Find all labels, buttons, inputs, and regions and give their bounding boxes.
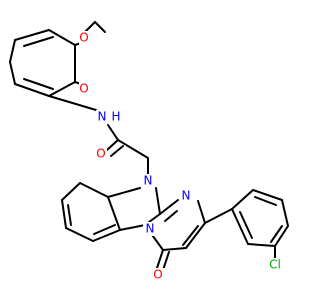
bond <box>14 83 50 97</box>
bond <box>119 224 146 231</box>
bond <box>182 225 199 246</box>
bond <box>252 189 283 201</box>
bond <box>107 187 141 198</box>
bond <box>107 196 121 231</box>
bond <box>48 95 97 111</box>
atom-labels: O O N H O N N N O <box>79 31 284 282</box>
atom-label-nitrogen: N <box>182 189 191 203</box>
atom-n-pyrimidine: N <box>179 189 193 203</box>
bond <box>23 36 54 47</box>
bond <box>65 227 94 242</box>
bond <box>197 200 206 224</box>
bond <box>106 139 119 151</box>
bond <box>79 182 109 198</box>
atom-nh: N H <box>96 110 122 124</box>
bond <box>247 243 276 247</box>
bond <box>107 124 119 141</box>
atom-o-keto: O <box>151 268 165 282</box>
bond <box>185 222 206 249</box>
atom-label-oxygen: O <box>79 82 88 96</box>
atom-label-nitrogen: N <box>144 174 153 188</box>
atom-n-imidazole: N <box>141 174 155 188</box>
bond <box>231 189 254 210</box>
bond <box>155 187 161 215</box>
bond <box>117 139 149 159</box>
bond <box>110 145 124 157</box>
molecule-structure: O O N H O N N N O <box>9 21 289 282</box>
bond <box>9 61 16 85</box>
bond <box>61 199 67 229</box>
atom-label-hydrogen: H <box>111 110 120 124</box>
bond <box>164 210 178 222</box>
atom-label-oxygen: O <box>79 31 88 45</box>
bond <box>48 29 76 46</box>
bond <box>61 182 81 201</box>
bond <box>254 196 277 206</box>
atom-o2: O <box>79 82 91 96</box>
bond <box>48 81 76 97</box>
bond <box>159 199 179 215</box>
bond <box>93 224 116 235</box>
bond <box>162 251 170 271</box>
bond <box>281 199 289 227</box>
atom-o-amide: O <box>95 147 107 161</box>
bond <box>94 21 106 33</box>
atom-label-oxygen: O <box>96 147 105 161</box>
bond <box>23 78 54 90</box>
bond <box>162 247 187 251</box>
bond <box>231 208 249 245</box>
bond <box>239 211 253 239</box>
atom-o1: O <box>79 31 91 45</box>
bond <box>9 39 16 63</box>
atom-n-bridge: N <box>143 222 157 236</box>
bond <box>270 225 283 243</box>
atom-label-nitrogen: N <box>98 110 107 124</box>
bond <box>67 204 72 226</box>
bond <box>156 249 164 269</box>
bond <box>84 21 96 33</box>
atom-label-oxygen: O <box>153 268 162 282</box>
bond <box>14 29 50 41</box>
atom-cl: Cl <box>266 258 284 272</box>
bond <box>92 229 121 242</box>
bond <box>204 208 233 224</box>
atom-label-nitrogen: N <box>146 222 155 236</box>
atom-label-chlorine: Cl <box>269 258 281 272</box>
bond <box>274 225 289 247</box>
